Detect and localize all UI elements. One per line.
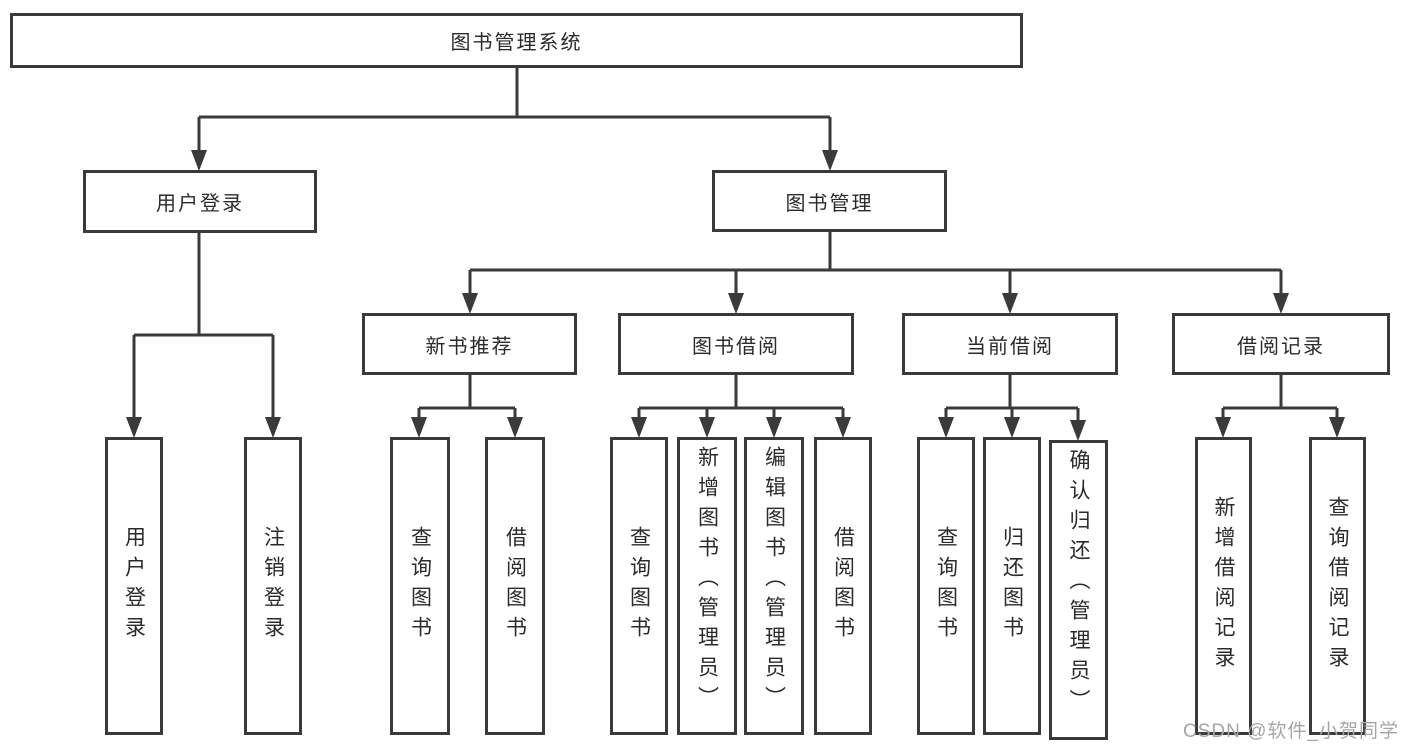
node-book-management-branch: 图书管理 (712, 170, 947, 232)
leaf-user-login: 用户登录 (105, 437, 163, 735)
node-current-borrow: 当前借阅 (902, 313, 1118, 375)
leaf-query-books-current: 查询图书 (917, 437, 975, 735)
leaf-label: 新增图书（管理员） (695, 446, 719, 716)
leaf-label: 借阅图书 (503, 526, 527, 646)
leaf-add-borrow-record: 新增借阅记录 (1195, 437, 1252, 735)
leaf-label: 确认归还（管理员） (1067, 449, 1090, 719)
leaf-label: 查询借阅记录 (1326, 496, 1349, 676)
leaf-add-book-admin: 新增图书（管理员） (677, 437, 737, 735)
leaf-label: 归还图书 (1000, 526, 1024, 646)
node-label: 图书借阅 (692, 335, 780, 358)
leaf-logout: 注销登录 (244, 437, 302, 735)
leaf-edit-book-admin: 编辑图书（管理员） (744, 437, 804, 735)
node-user-login-branch: 用户登录 (83, 170, 317, 233)
leaf-query-books-recommend: 查询图书 (390, 437, 450, 735)
node-library-management-system: 图书管理系统 (10, 13, 1023, 68)
leaf-label: 查询图书 (627, 526, 651, 646)
node-label: 图书管理 (785, 192, 874, 215)
leaf-label: 编辑图书（管理员） (762, 446, 786, 716)
node-label: 借阅记录 (1237, 335, 1325, 358)
node-label: 新书推荐 (425, 335, 514, 358)
leaf-label: 查询图书 (408, 526, 432, 646)
leaf-label: 借阅图书 (831, 526, 855, 646)
leaf-borrow-books-recommend: 借阅图书 (485, 437, 545, 735)
leaf-label: 新增借阅记录 (1212, 496, 1235, 676)
leaf-query-borrow-record: 查询借阅记录 (1309, 437, 1366, 735)
csdn-watermark: CSDN @软件_小贺同学 (1183, 721, 1399, 742)
leaf-query-books-borrow: 查询图书 (610, 437, 668, 735)
node-label: 图书管理系统 (450, 32, 583, 54)
node-book-borrow: 图书借阅 (618, 313, 854, 375)
leaf-label: 查询图书 (934, 526, 958, 646)
leaf-return-book: 归还图书 (983, 437, 1041, 735)
leaf-borrow-books-borrow: 借阅图书 (814, 437, 872, 735)
leaf-label: 用户登录 (122, 526, 146, 646)
leaf-label: 注销登录 (261, 526, 285, 646)
leaf-confirm-return-admin: 确认归还（管理员） (1049, 440, 1108, 740)
node-borrow-records: 借阅记录 (1172, 313, 1390, 375)
node-label: 当前借阅 (966, 335, 1054, 358)
node-new-book-recommend: 新书推荐 (362, 313, 577, 375)
node-label: 用户登录 (156, 193, 244, 215)
